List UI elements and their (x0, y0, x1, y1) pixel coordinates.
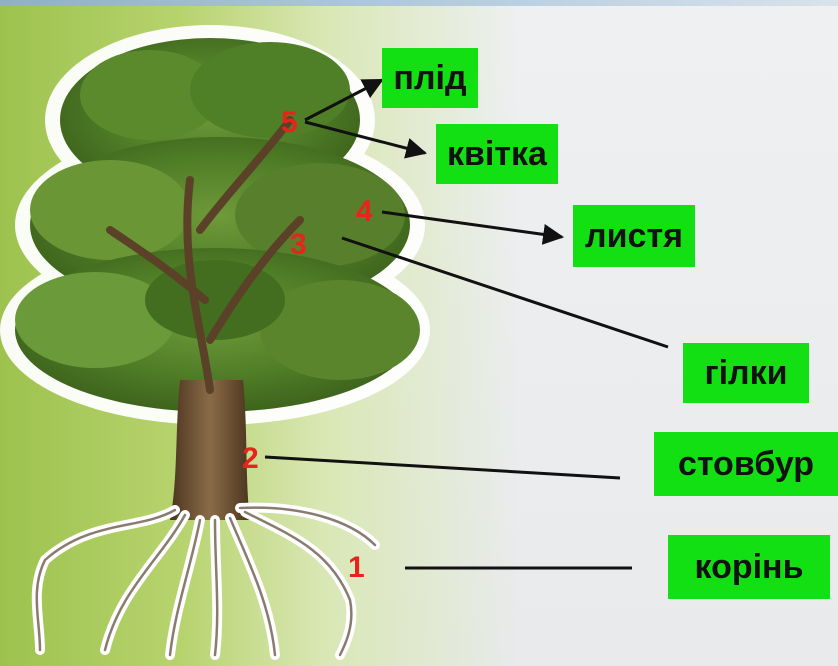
number-4: 4 (356, 195, 373, 228)
top-border (0, 0, 838, 6)
tree-trunk (170, 380, 250, 520)
label-branches: гілки (683, 343, 809, 403)
label-leaves: листя (573, 205, 695, 267)
arrow-to-leaves (381, 210, 565, 245)
label-trunk: стовбур (654, 432, 838, 496)
tree-branches (106, 116, 304, 394)
tree-roots (31, 502, 380, 660)
tree-crown (15, 38, 420, 412)
number-2: 2 (242, 442, 259, 475)
label-flower: квітка (436, 124, 558, 184)
line-to-branches (341, 236, 669, 349)
tree-roots-shade (35, 506, 377, 657)
number-5: 5 (281, 106, 298, 139)
number-1: 1 (348, 551, 365, 584)
label-fruit: плід (382, 48, 478, 108)
arrow-to-flower (304, 120, 428, 159)
arrow-to-fruit (304, 78, 384, 122)
label-root: корінь (668, 535, 830, 599)
number-3: 3 (290, 228, 307, 261)
line-to-trunk (264, 455, 621, 480)
